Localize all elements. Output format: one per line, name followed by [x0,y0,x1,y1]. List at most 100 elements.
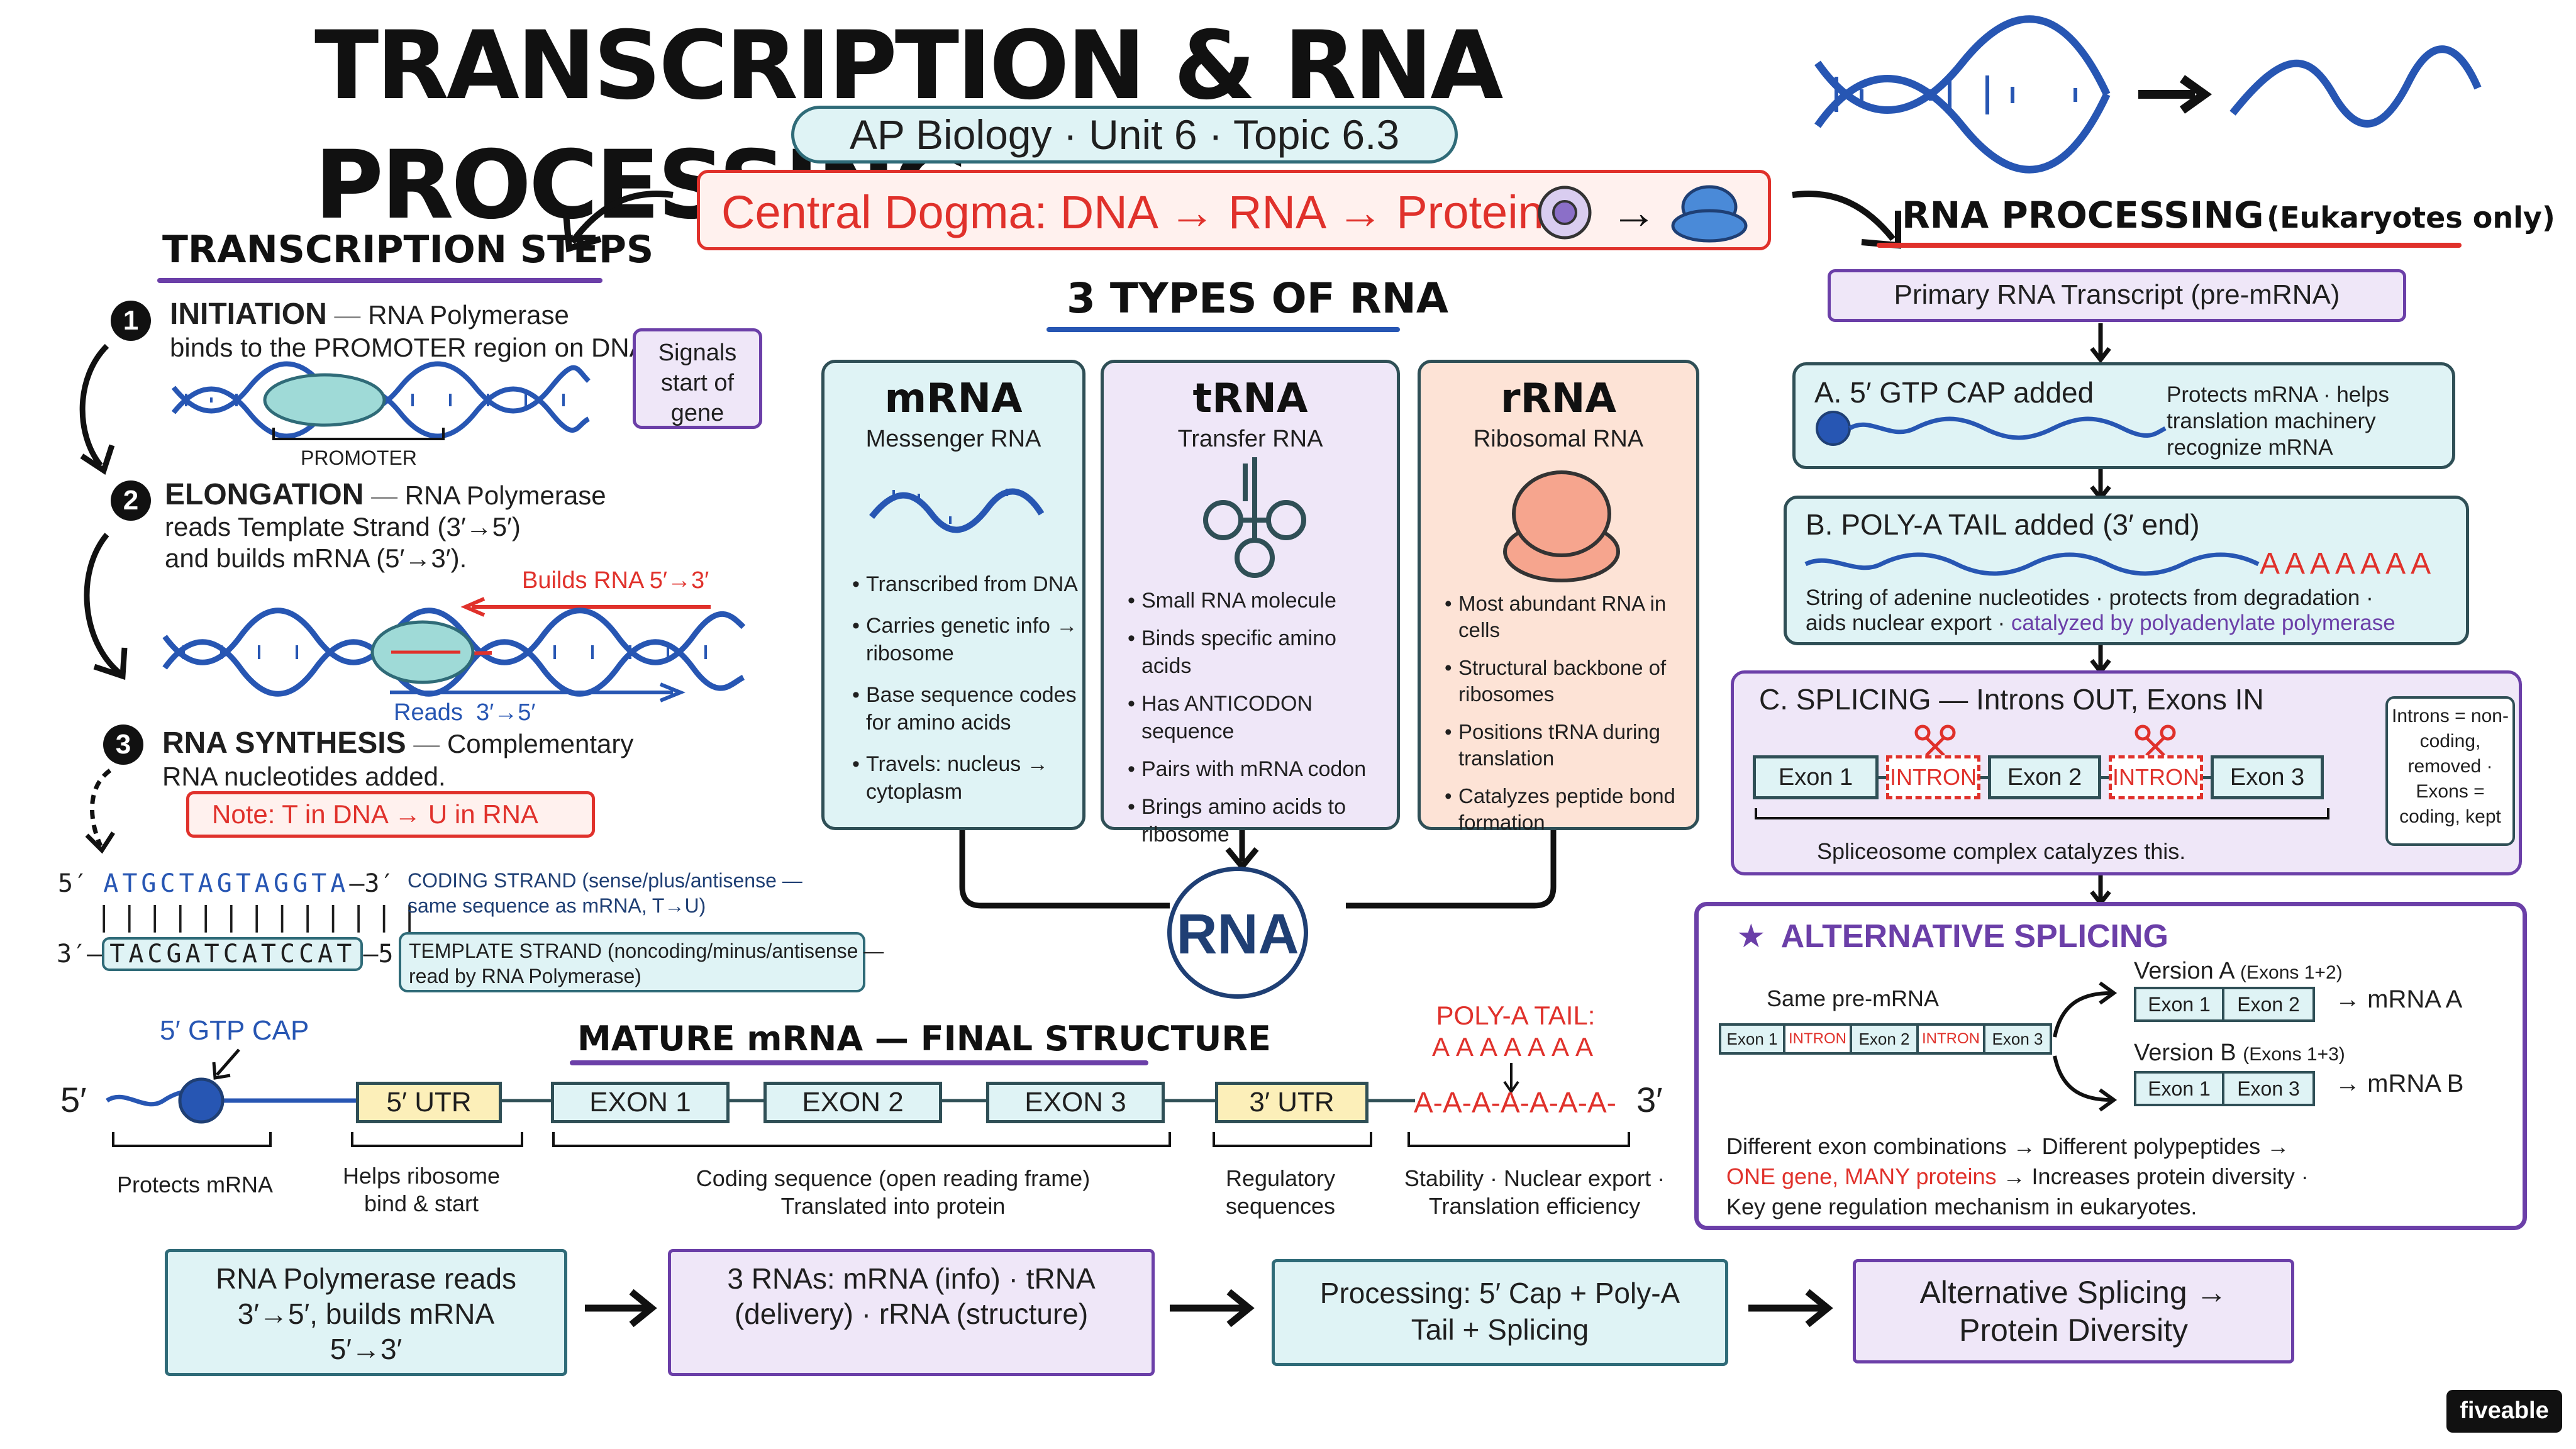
step2-text-a: RNA Polymerase [404,480,606,510]
segment-exon2-label: EXON 2 [802,1087,904,1118]
coding-sequence: ATGCTAGTAGGTA [103,869,350,898]
primary-transcript-box: Primary RNA Transcript (pre-mRNA) [1828,269,2406,322]
step2-text: ELONGATION — RNA Polymerase reads Templa… [165,479,606,574]
splice-exon3: Exon 3 [2211,755,2324,799]
connector [2203,775,2211,779]
mrna-bullet: Travels: nucleus → cytoplasm [852,750,1079,806]
alt-same-label: Same pre-mRNA [1767,985,1940,1011]
step2-text-b: reads Template Strand (3′→5′) [165,512,521,541]
star-icon: ★ [1736,918,1766,955]
trna-icon [1203,457,1306,578]
vb-mrna: mRNA B [2367,1070,2464,1097]
coding-label-b: same sequence as mRNA, T→U) [408,894,706,917]
fiveable-logo: fiveable [2446,1390,2562,1433]
template-strand-label: TEMPLATE STRAND (noncoding/minus/antisen… [399,932,884,992]
rrna-bullet: Most abundant RNA in cells [1445,591,1696,643]
summary-2-text: 3 RNAs: mRNA (info) · tRNA (delivery) · … [727,1262,1096,1330]
step1-number: 1 [111,301,151,341]
dogma-protein-arrow: → [1611,186,1657,238]
alt-branch-arrows [2053,981,2118,1112]
polya-strand-icon [1804,552,2260,576]
cap-strand-icon [1816,411,2167,446]
template-3-end: 3′– [57,940,103,969]
version-a-name: Version A [2134,958,2234,984]
trna-full-name: Transfer RNA [1177,426,1323,452]
summary-4-text: Alternative Splicing → Protein Diversity [1919,1275,2228,1348]
trna-bullet: Binds specific amino acids [1128,625,1392,680]
coding-strand-label: CODING STRAND (sense/plus/antisense — sa… [408,868,802,918]
segment-5utr-label: 5′ UTR [386,1087,472,1118]
splicing-side-note: Introns = non-coding, removed · Exons = … [2385,696,2515,846]
processing-underline [1877,243,2462,248]
mrna-strand-icon [869,488,1045,533]
alt-pre-mrna: Exon 1 INTRON Exon 2 INTRON Exon 3 [1719,1023,2052,1055]
segment-5utr: 5′ UTR [356,1082,502,1123]
brand-text: fiveable [2460,1397,2549,1424]
segment-3utr-label: 3′ UTR [1249,1087,1335,1118]
alt-splicing-box: ★ALTERNATIVE SPLICING Same pre-mRNA Exon… [1694,902,2527,1230]
trna-name: tRNA [1192,375,1308,422]
summary-box-1: RNA Polymerase reads 3′→5′, builds mRNA … [165,1249,567,1376]
mrna-card: mRNA Messenger RNA Transcribed from DNA … [821,360,1085,830]
dna-promoter-diagram [171,361,591,439]
template-label-a: TEMPLATE STRAND (noncoding/minus/antisen… [409,940,884,962]
rna-types-heading: 3 TYPES OF RNA [1067,274,1448,323]
summary-flow-arrows [585,1289,1833,1328]
splicing-segments: Exon 1 INTRON Exon 2 INTRON Exon 3 [1753,755,2324,799]
polya-desc-a: String of adenine nucleotides · protects… [1806,586,2373,610]
summary-box-2: 3 RNAs: mRNA (info) · tRNA (delivery) · … [668,1249,1155,1376]
mrna-bullets: Transcribed from DNA Carries genetic inf… [852,570,1079,819]
step1-text-b: binds to the PROMOTER region on DNA. [170,333,655,362]
template-sequence: TACGATCATCCAT [109,940,356,969]
cap-step-desc: Protects mRNA · helps translation machin… [2167,382,2389,461]
template-sequence-box: TACGATCATCCAT [102,937,364,971]
segment-exon1: EXON 1 [551,1082,730,1123]
desc-tail-b: Translation efficiency [1428,1193,1641,1219]
polya-step-box: B. POLY-A TAIL added (3′ end) AAAAAAA St… [1784,496,2469,645]
polya-pointer-arrow [1503,1063,1519,1094]
mature-mrna-heading: MATURE mRNA — FINAL STRUCTURE [577,1019,1271,1058]
step-arrow-1 [79,343,115,475]
cap-step-title: A. 5′ GTP CAP added [1814,376,2094,409]
step-arrow-2 [84,533,128,680]
arrow-to-steps [563,191,674,253]
processing-heading: RNA PROCESSING (Eukaryotes only) [1902,194,2555,236]
version-b-label: Version B (Exons 1+3) [2134,1040,2345,1067]
desc-exons-b: Translated into protein [780,1193,1006,1219]
trna-card: tRNA Transfer RNA Small RNA molecule Bin… [1101,360,1400,847]
ribosome-icon [1671,185,1748,243]
desc-exons-a: Coding sequence (open reading frame) [696,1165,1091,1191]
polya-step-title: B. POLY-A TAIL added (3′ end) [1806,508,2200,541]
cap-desc-a: Protects mRNA · helps [2167,382,2389,407]
va-mrna: mRNA A [2367,985,2463,1013]
note-box: Note: T in DNA → U in RNA [186,791,595,838]
desc-exons: Coding sequence (open reading frame) Tra… [616,1165,1170,1220]
polya-step-desc: String of adenine nucleotides · protects… [1806,586,2396,636]
base-pair-bars: ||||||||||||| [96,901,427,933]
mrna-bullet: Transcribed from DNA [852,570,1079,598]
central-dogma-box: Central Dogma: DNA → RNA → Protein → [697,170,1771,250]
desc-3utr: Regulatory sequences [1225,1165,1336,1219]
vb-exon3: Exon 3 [2224,1071,2315,1106]
rrna-card: rRNA Ribosomal RNA Most abundant RNA in … [1418,360,1699,834]
reads-label: Reads 3′→5′ [394,699,536,726]
splicing-footer: Spliceosome complex catalyzes this. [1817,838,2186,864]
builds-rna-arrow [460,597,711,617]
alt-line1: Different exon combinations → Different … [1726,1133,2290,1159]
vb-exon1: Exon 1 [2134,1071,2224,1106]
version-b-boxes: Exon 1 Exon 3 [2134,1071,2315,1106]
builds-rna-label: Builds RNA 5′→3′ [522,567,709,594]
version-a-boxes: Exon 1 Exon 2 [2134,987,2315,1022]
rrna-name: rRNA [1501,375,1616,422]
coding-strand-row: 5′ ATGCTAGTAGGTA–3′ [58,869,395,898]
step3-num: 3 [115,729,131,760]
central-dogma-text: Central Dogma: DNA → RNA → Protein [721,186,1544,238]
promoter-label: PROMOTER [301,447,417,469]
version-b-output: → mRNA B [2335,1070,2464,1097]
coding-label-a: CODING STRAND (sense/plus/antisense — [408,869,802,892]
rrna-bullet: Structural backbone of ribosomes [1445,655,1696,708]
alt-line2-red: ONE gene, MANY proteins [1726,1163,1997,1189]
segment-exon3-label: EXON 3 [1024,1087,1126,1118]
step3-text-b: RNA nucleotides added. [162,762,446,791]
promoter-bracket [272,428,445,440]
